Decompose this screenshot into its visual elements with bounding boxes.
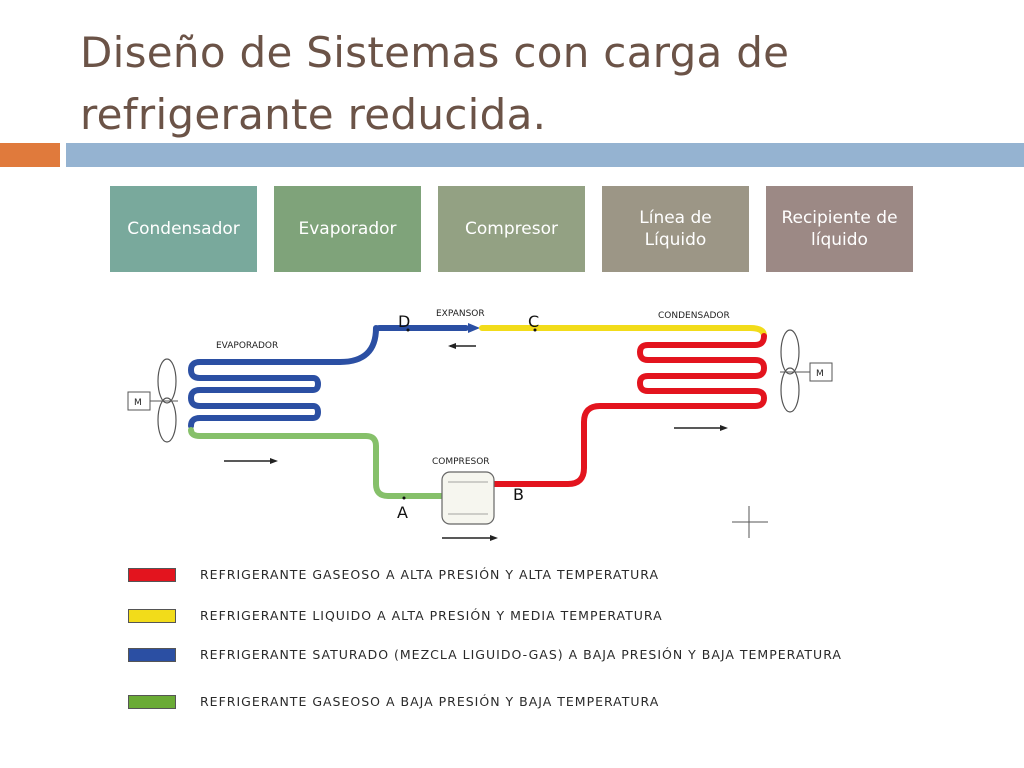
refrigeration-cycle-diagram: EVAPORADOR EXPANSOR CONDENSADOR COMPRESO… — [127, 309, 833, 541]
compressor-body — [441, 471, 495, 525]
flow-arrow-expansor — [448, 343, 476, 349]
compresor-label: COMPRESOR — [432, 457, 490, 467]
legend-swatch — [128, 568, 176, 582]
legend-swatch — [128, 609, 176, 623]
legend-item-yellow: REFRIGERANTE LIQUIDO A ALTA PRESIÓN Y ME… — [128, 607, 928, 625]
left-fan-icon — [150, 358, 178, 443]
right-motor-label: M — [816, 369, 824, 379]
legend-item-green: REFRIGERANTE GASEOSO A BAJA PRESIÓN Y BA… — [128, 693, 928, 711]
legend-text: REFRIGERANTE LIQUIDO A ALTA PRESIÓN Y ME… — [200, 608, 663, 623]
legend-item-blue: REFRIGERANTE SATURADO (MEZCLA LIGUIDO-GA… — [128, 646, 928, 664]
expansor-label: EXPANSOR — [436, 309, 485, 319]
right-fan-icon — [780, 329, 810, 413]
point-a-label: A — [397, 503, 408, 522]
point-d-marker — [406, 328, 410, 332]
green-suction-line — [188, 427, 445, 499]
crosshair-mark — [732, 506, 768, 538]
flow-arrow-condenser — [674, 425, 728, 431]
legend-text: REFRIGERANTE GASEOSO A ALTA PRESIÓN Y AL… — [200, 567, 660, 582]
component-box-recipiente-liquido: Recipiente de líquido — [766, 186, 913, 272]
blue-line-to-expansor — [373, 325, 469, 333]
slide-title: Diseño de Sistemas con carga de refriger… — [80, 28, 790, 139]
yellow-liquid-line — [479, 325, 767, 339]
left-motor-label: M — [134, 398, 142, 408]
component-label: Línea de Líquido — [639, 208, 712, 250]
point-a-marker — [402, 496, 406, 500]
point-b-label: B — [513, 485, 524, 504]
legend-swatch — [128, 695, 176, 709]
legend-text: REFRIGERANTE SATURADO (MEZCLA LIGUIDO-GA… — [200, 647, 842, 662]
right-motor-box — [809, 362, 833, 382]
expansor-arrowhead — [468, 323, 480, 333]
title-divider-bar — [66, 143, 1024, 167]
component-box-linea-liquido: Línea de Líquido — [602, 186, 749, 272]
legend-item-red: REFRIGERANTE GASEOSO A ALTA PRESIÓN Y AL… — [128, 566, 928, 584]
point-c-marker — [533, 328, 537, 332]
component-label: Recipiente de líquido — [781, 208, 898, 250]
component-box-evaporador: Evaporador — [274, 186, 421, 272]
title-accent-bar — [0, 143, 60, 167]
flow-arrow-evaporator — [224, 458, 278, 464]
evaporador-label: EVAPORADOR — [216, 341, 278, 351]
condenser-coil — [489, 333, 767, 487]
left-motor-box — [127, 391, 151, 411]
component-label: Compresor — [465, 219, 558, 239]
condensador-label: CONDENSADOR — [658, 311, 730, 321]
component-label: Condensador — [127, 219, 240, 239]
component-label: Evaporador — [298, 219, 397, 239]
legend-text: REFRIGERANTE GASEOSO A BAJA PRESIÓN Y BA… — [200, 694, 660, 709]
flow-arrow-compressor — [442, 535, 498, 541]
point-c-label: C — [528, 312, 539, 331]
evaporator-coil — [188, 325, 379, 429]
legend-swatch — [128, 648, 176, 662]
component-box-condensador: Condensador — [110, 186, 257, 272]
point-d-label: D — [398, 312, 410, 331]
component-box-compresor: Compresor — [438, 186, 585, 272]
